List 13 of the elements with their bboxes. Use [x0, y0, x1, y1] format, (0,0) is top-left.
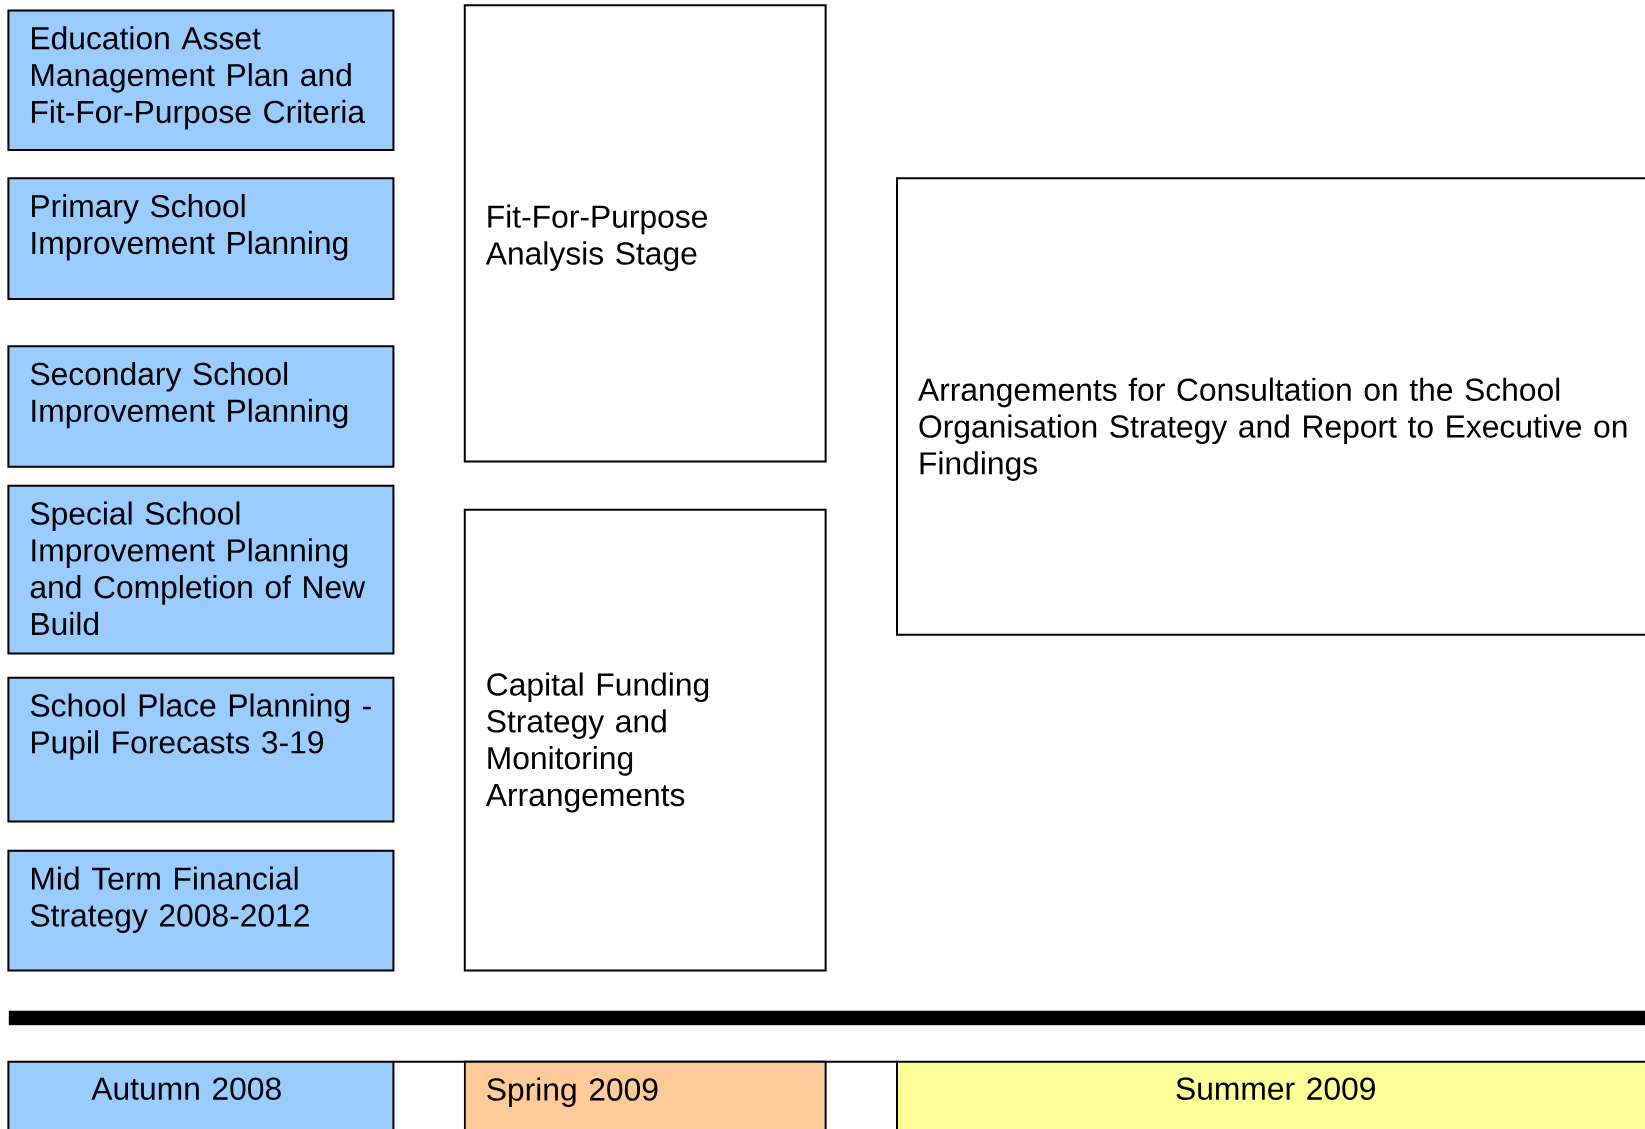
season-band: Autumn 2008 [7, 1060, 395, 1129]
season-band: Spring 2009 [463, 1060, 827, 1129]
season-band: Summer 2009 [896, 1060, 1645, 1129]
stage-box: Arrangements for Consultation on the School Organisation Strategy and Report to Executive on Findings [896, 177, 1645, 636]
stage-box: Fit-For-Purpose Analysis Stage [463, 4, 827, 463]
plan-box: Education Asset Management Plan and Fit-For-Purpose Criteria [7, 9, 395, 151]
plan-box: Primary School Improvement Planning [7, 177, 395, 300]
plan-box: School Place Planning - Pupil Forecasts 3-19 [7, 676, 395, 823]
plan-box: Special School Improvement Planning and Completion of New Build [7, 484, 395, 655]
stage-box: Capital Funding Strategy and Monitoring Arrangements [463, 508, 827, 972]
plan-box: Secondary School Improvement Planning [7, 345, 395, 468]
plan-box: Mid Term Financial Strategy 2008-2012 [7, 849, 395, 972]
timeline-bar [8, 1010, 1645, 1026]
